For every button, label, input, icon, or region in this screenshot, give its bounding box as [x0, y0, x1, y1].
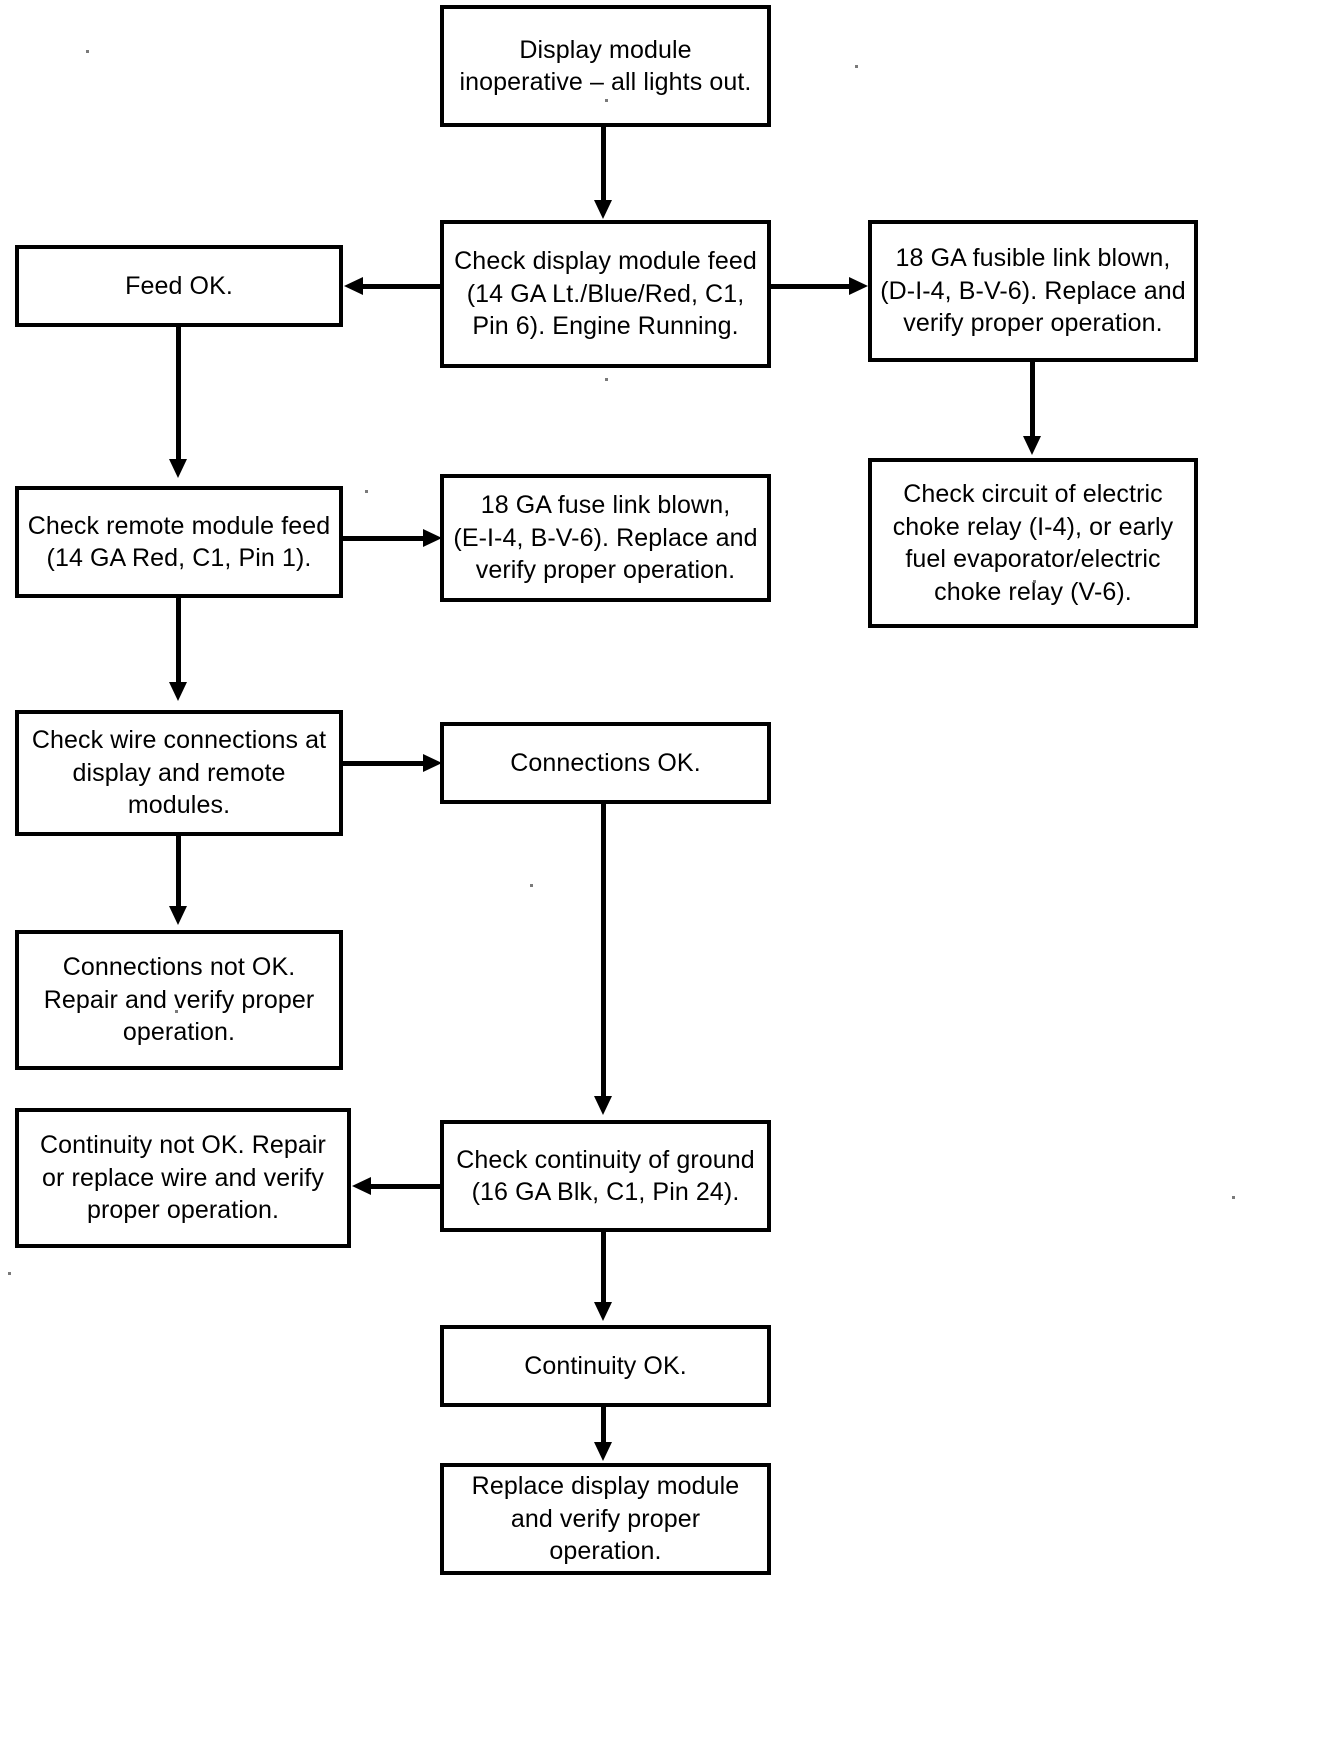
arrowhead-check-remote-feed-to-fuse-link-blown: [423, 529, 442, 547]
scan-speck: [86, 50, 89, 53]
arrowhead-check-wire-connections-to-connections-ok: [423, 754, 442, 772]
node-continuity-ok: Continuity OK.: [440, 1325, 771, 1407]
node-continuity-not-ok: Continuity not OK. Repair or replace wir…: [15, 1108, 351, 1248]
node-check-display-feed-label: Check display module feed (14 GA Lt./Blu…: [454, 247, 757, 341]
node-fuse-link-blown: 18 GA fuse link blown, (E-I-4, B-V-6). R…: [440, 474, 771, 602]
node-feed-ok-label: Feed OK.: [125, 271, 233, 300]
node-connections-not-ok: Connections not OK. Repair and verify pr…: [15, 930, 343, 1070]
edge-continuity-ok-to-replace-display-module: [601, 1407, 606, 1445]
arrowhead-continuity-ok-to-replace-display-module: [594, 1442, 612, 1461]
edge-connections-ok-to-check-continuity: [601, 804, 606, 1098]
edge-check-continuity-to-continuity-not-ok: [370, 1184, 442, 1189]
scan-speck: [1033, 580, 1036, 583]
edge-fusible-link-blown-to-check-choke-relay: [1030, 362, 1035, 438]
node-check-display-feed: Check display module feed (14 GA Lt./Blu…: [440, 220, 771, 368]
node-fusible-link-blown-label: 18 GA fusible link blown, (D-I-4, B-V-6)…: [880, 244, 1186, 338]
node-replace-display-module-label: Replace display module and verify proper…: [471, 1472, 740, 1566]
node-connections-ok-label: Connections OK.: [510, 748, 701, 777]
node-start-label: Display module inoperative – all lights …: [459, 35, 752, 97]
arrowhead-check-wire-connections-to-connections-not-ok: [169, 906, 187, 925]
scan-speck: [605, 378, 608, 381]
edge-feed-ok-to-check-remote-feed: [176, 327, 181, 461]
node-connections-ok: Connections OK.: [440, 722, 771, 804]
edge-check-display-feed-to-fusible-link-blown: [769, 284, 851, 289]
node-feed-ok: Feed OK.: [15, 245, 343, 327]
scan-speck: [1232, 1196, 1235, 1199]
scan-speck: [365, 490, 368, 493]
arrowhead-check-continuity-to-continuity-not-ok: [352, 1177, 371, 1195]
node-replace-display-module: Replace display module and verify proper…: [440, 1463, 771, 1575]
edge-check-remote-feed-to-check-wire-connections: [176, 598, 181, 684]
node-continuity-not-ok-label: Continuity not OK. Repair or replace wir…: [40, 1131, 326, 1225]
arrowhead-check-remote-feed-to-check-wire-connections: [169, 682, 187, 701]
arrowhead-feed-ok-to-check-remote-feed: [169, 459, 187, 478]
scan-speck: [175, 1010, 178, 1013]
node-check-remote-feed: Check remote module feed (14 GA Red, C1,…: [15, 486, 343, 598]
edge-check-remote-feed-to-fuse-link-blown: [341, 536, 425, 541]
arrowhead-start-to-check-display-feed: [594, 200, 612, 219]
node-start: Display module inoperative – all lights …: [440, 5, 771, 127]
arrowhead-fusible-link-blown-to-check-choke-relay: [1023, 436, 1041, 455]
node-check-choke-relay: Check circuit of electric choke relay (I…: [868, 458, 1198, 628]
edge-check-wire-connections-to-connections-not-ok: [176, 836, 181, 908]
node-fusible-link-blown: 18 GA fusible link blown, (D-I-4, B-V-6)…: [868, 220, 1198, 362]
arrowhead-check-display-feed-to-feed-ok: [344, 277, 363, 295]
node-check-remote-feed-label: Check remote module feed (14 GA Red, C1,…: [27, 511, 331, 573]
node-check-wire-connections-label: Check wire connections at display and re…: [31, 726, 327, 820]
scan-speck: [605, 99, 608, 102]
edge-check-wire-connections-to-connections-ok: [341, 761, 425, 766]
arrowhead-check-display-feed-to-fusible-link-blown: [849, 277, 868, 295]
edge-start-to-check-display-feed: [601, 127, 606, 202]
node-check-continuity-label: Check continuity of ground (16 GA Blk, C…: [456, 1145, 755, 1207]
node-connections-not-ok-label: Connections not OK. Repair and verify pr…: [43, 953, 315, 1047]
edge-check-display-feed-to-feed-ok: [362, 284, 442, 289]
scan-speck: [530, 884, 533, 887]
scan-speck: [855, 65, 858, 68]
node-continuity-ok-label: Continuity OK.: [524, 1351, 687, 1380]
scan-speck: [8, 1272, 11, 1275]
edge-check-continuity-to-continuity-ok: [601, 1232, 606, 1304]
arrowhead-check-continuity-to-continuity-ok: [594, 1302, 612, 1321]
node-fuse-link-blown-label: 18 GA fuse link blown, (E-I-4, B-V-6). R…: [453, 491, 758, 585]
arrowhead-connections-ok-to-check-continuity: [594, 1096, 612, 1115]
node-check-continuity: Check continuity of ground (16 GA Blk, C…: [440, 1120, 771, 1232]
node-check-choke-relay-label: Check circuit of electric choke relay (I…: [892, 480, 1174, 606]
node-check-wire-connections: Check wire connections at display and re…: [15, 710, 343, 836]
